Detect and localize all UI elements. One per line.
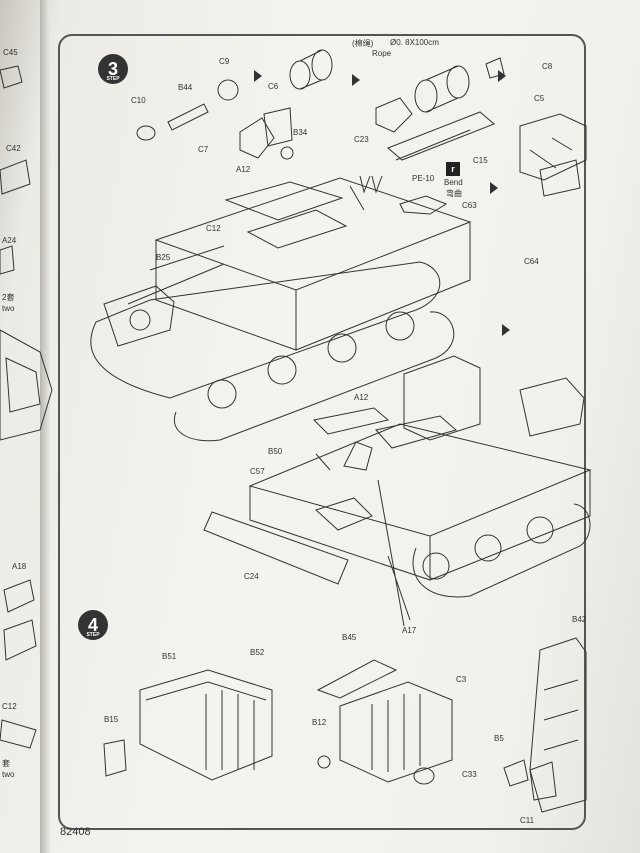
label-c63: C63 [462, 201, 477, 210]
label-c15: C15 [473, 156, 488, 165]
label-c7: C7 [198, 145, 209, 154]
label-b34: B34 [293, 128, 308, 137]
part-c9-shape [217, 79, 239, 101]
label-c3: C3 [456, 675, 467, 684]
step-3-tag: STEP [106, 76, 120, 82]
label-b52: B52 [250, 648, 265, 657]
label-b12: B12 [312, 718, 327, 727]
label-b45: B45 [342, 633, 357, 642]
arrow-3 [498, 70, 506, 82]
label-c6: C6 [268, 82, 279, 91]
rope-spec: Ø0. 8X100cm [390, 38, 439, 47]
step-4-number: 4 [87, 614, 98, 635]
label-a12-top: A12 [236, 165, 251, 174]
label-fragment-bottom: 套 [2, 759, 10, 768]
label-c11: C11 [520, 816, 535, 825]
label-b15: B15 [104, 715, 119, 724]
label-a17: A17 [402, 626, 417, 635]
arrow-2 [352, 74, 360, 86]
label-c24: C24 [244, 572, 259, 581]
hull-second-shape [248, 423, 592, 537]
label-b25: B25 [156, 253, 171, 262]
label-c12: C12 [206, 224, 221, 233]
label-c33: C33 [462, 770, 477, 779]
arrow-4 [490, 182, 498, 194]
label-two-top: two [2, 304, 15, 313]
label-a18: A18 [12, 562, 27, 571]
left-page-parts [0, 65, 53, 749]
step-3-number: 3 [107, 58, 118, 79]
step-4-tag: STEP [86, 632, 100, 638]
label-fragment-top: 2套 [2, 293, 15, 302]
label-c8: C8 [542, 62, 553, 71]
bend-icon: r [446, 162, 460, 176]
label-a24: A24 [2, 236, 17, 245]
label-c57: C57 [250, 467, 265, 476]
label-two-bottom: two [2, 770, 15, 779]
bend-english: Bend [444, 178, 463, 187]
arrow-1 [254, 70, 262, 82]
label-c42: C42 [6, 144, 21, 153]
label-b50: B50 [268, 447, 283, 456]
rope-english: Rope [372, 49, 392, 58]
label-c5: C5 [534, 94, 545, 103]
arrow-5 [502, 324, 510, 336]
label-c12-fragment: C12 [2, 702, 17, 711]
label-pe10: PE-10 [412, 174, 435, 183]
label-c45: C45 [3, 48, 18, 57]
label-c9: C9 [219, 57, 230, 66]
step-4-badge: 4 STEP [78, 610, 108, 640]
label-c10: C10 [131, 96, 146, 105]
step-3-badge: 3 STEP [98, 54, 128, 84]
label-b5: B5 [494, 734, 504, 743]
label-b51: B51 [162, 652, 177, 661]
page-fold [40, 0, 50, 853]
label-b42: B42 [572, 615, 587, 624]
part-c24-shape [203, 511, 349, 585]
label-c23: C23 [354, 135, 369, 144]
label-a12-mid: A12 [354, 393, 369, 402]
instruction-panel [58, 34, 586, 830]
rope-chinese: (棉绳) [352, 39, 374, 48]
label-b44: B44 [178, 83, 193, 92]
bend-chinese: 弯曲 [446, 189, 462, 198]
page-number: 82408 [60, 826, 91, 838]
label-c64: C64 [524, 257, 539, 266]
